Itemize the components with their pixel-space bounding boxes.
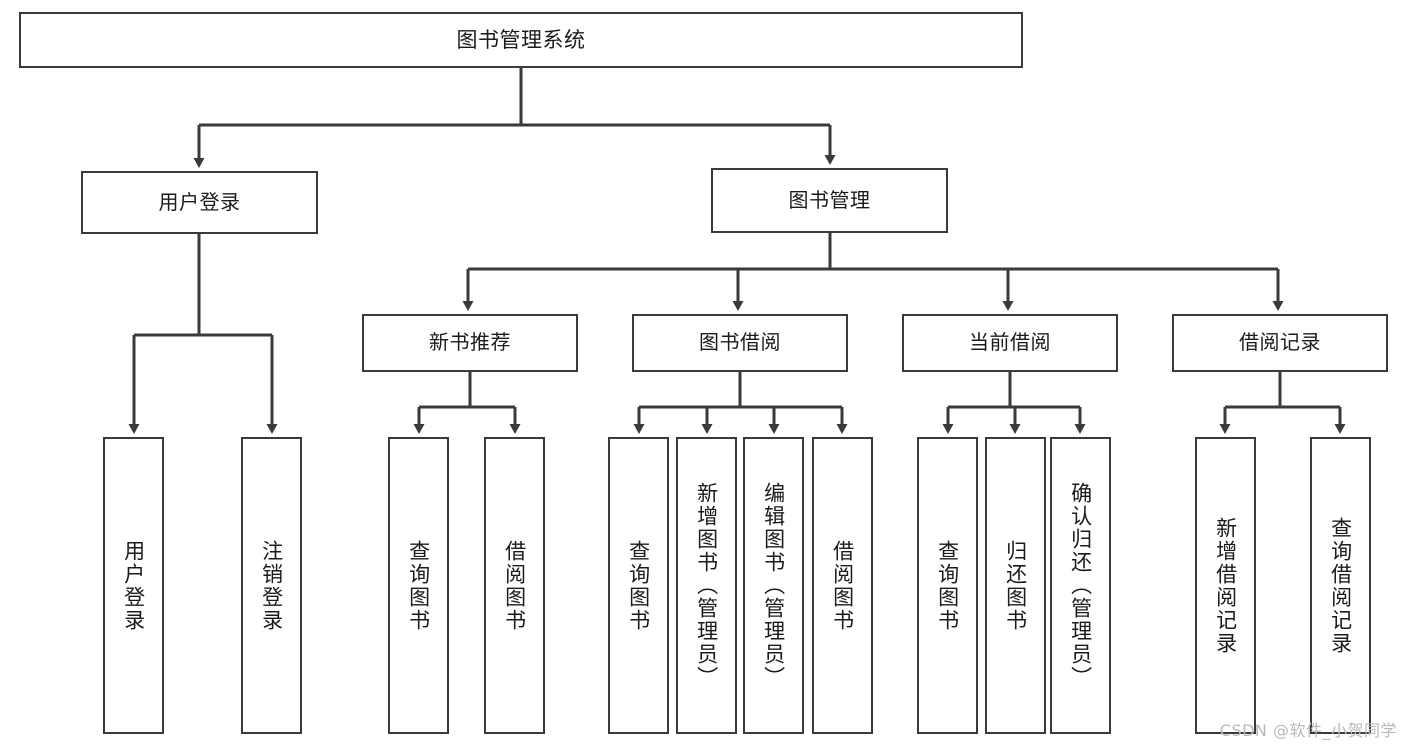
leaf-query-book-borrow[interactable]: 查询图书: [608, 437, 669, 734]
node-root-label: 图书管理系统: [456, 27, 586, 52]
node-borrow-record-label: 借阅记录: [1239, 330, 1321, 355]
leaf-confirm-return-admin[interactable]: 确认归还（管理员）: [1050, 437, 1111, 734]
leaf-add-book-admin[interactable]: 新增图书（管理员）: [676, 437, 737, 734]
leaf-label: 用户登录: [121, 539, 146, 632]
leaf-edit-book-admin[interactable]: 编辑图书（管理员）: [743, 437, 804, 734]
node-user-login[interactable]: 用户登录: [81, 171, 318, 234]
leaf-label: 查询图书: [935, 539, 960, 632]
node-current-borrow[interactable]: 当前借阅: [902, 314, 1118, 372]
leaf-add-borrow-record[interactable]: 新增借阅记录: [1195, 437, 1256, 734]
node-book-management[interactable]: 图书管理: [711, 168, 948, 233]
leaf-label: 注销登录: [259, 539, 284, 632]
node-borrow-record[interactable]: 借阅记录: [1172, 314, 1388, 372]
leaf-label: 借阅图书: [502, 539, 527, 632]
leaf-query-book-recommend[interactable]: 查询图书: [388, 437, 449, 734]
leaf-label: 借阅图书: [830, 539, 855, 632]
leaf-label: 新增图书（管理员）: [694, 482, 719, 689]
node-current-borrow-label: 当前借阅: [969, 330, 1051, 355]
leaf-query-book-current[interactable]: 查询图书: [917, 437, 978, 734]
leaf-label: 归还图书: [1003, 539, 1028, 632]
leaf-user-logout[interactable]: 注销登录: [241, 437, 302, 734]
leaf-borrow-book[interactable]: 借阅图书: [812, 437, 873, 734]
leaf-label: 查询借阅记录: [1328, 516, 1353, 655]
node-new-book-recommend-label: 新书推荐: [429, 330, 511, 355]
leaf-label: 查询图书: [406, 539, 431, 632]
leaf-label: 新增借阅记录: [1213, 516, 1238, 655]
leaf-return-book[interactable]: 归还图书: [985, 437, 1046, 734]
csdn-watermark: CSDN @软件_小贺同学: [1219, 721, 1397, 740]
node-root[interactable]: 图书管理系统: [19, 12, 1023, 68]
node-book-borrow-label: 图书借阅: [699, 330, 781, 355]
node-new-book-recommend[interactable]: 新书推荐: [362, 314, 578, 372]
leaf-borrow-book-recommend[interactable]: 借阅图书: [484, 437, 545, 734]
node-book-borrow[interactable]: 图书借阅: [632, 314, 848, 372]
leaf-query-borrow-record[interactable]: 查询借阅记录: [1310, 437, 1371, 734]
leaf-user-login[interactable]: 用户登录: [103, 437, 164, 734]
leaf-label: 确认归还（管理员）: [1068, 482, 1093, 689]
node-user-login-label: 用户登录: [158, 189, 241, 214]
node-book-management-label: 图书管理: [788, 187, 871, 212]
leaf-label: 查询图书: [626, 539, 651, 632]
leaf-label: 编辑图书（管理员）: [761, 482, 786, 689]
